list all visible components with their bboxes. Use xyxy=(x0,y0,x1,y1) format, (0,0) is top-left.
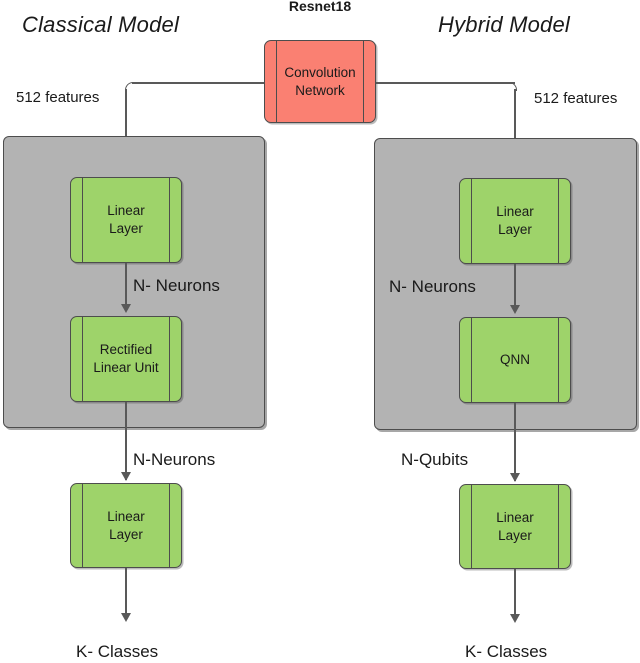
node-right-bar xyxy=(558,178,559,264)
connector-conv-to-hybrid-horizontal xyxy=(376,82,515,84)
classical-n-neurons-label: N- Neurons xyxy=(133,276,220,295)
node-right-bar xyxy=(169,483,170,568)
node-left-bar xyxy=(82,316,83,402)
hybrid-output-linear-layer-label: Linear Layer xyxy=(496,509,534,543)
classical-n-neurons-output-label: N-Neurons xyxy=(133,450,216,469)
connector-conv-to-classical-vertical xyxy=(125,89,127,166)
connector-conv-to-hybrid-corner xyxy=(508,82,517,91)
node-left-bar xyxy=(82,483,83,568)
classical-linear-layer-node[interactable]: Linear Layer xyxy=(70,177,182,263)
node-right-bar xyxy=(169,316,170,402)
connector-hybrid-linear-to-qnn-arrowhead xyxy=(509,305,520,314)
convolution-network-label: Convolution Network xyxy=(284,64,356,98)
node-right-bar xyxy=(558,317,559,403)
connector-classical-output-to-classes-arrowhead xyxy=(120,613,131,622)
classical-linear-layer-label: Linear Layer xyxy=(107,203,145,236)
node-right-bar xyxy=(558,484,559,569)
classical-relu-label: Rectified Linear Unit xyxy=(93,342,159,375)
connector-classical-group-to-output-arrowhead xyxy=(120,472,131,481)
convolution-network-node[interactable]: Convolution Network xyxy=(264,40,376,123)
hybrid-n-qubits-label: N-Qubits xyxy=(401,450,469,469)
connector-hybrid-output-to-classes-arrowhead xyxy=(509,614,520,623)
connector-hybrid-group-to-output xyxy=(514,403,516,481)
node-left-bar xyxy=(276,40,277,123)
classical-output-linear-layer-node[interactable]: Linear Layer xyxy=(70,483,182,568)
connector-hybrid-linear-to-qnn xyxy=(514,264,516,307)
hybrid-qnn-label: QNN xyxy=(500,352,530,368)
node-left-bar xyxy=(471,317,472,403)
hybrid-linear-layer-label: Linear Layer xyxy=(496,204,534,237)
hybrid-n-neurons-label: N- Neurons xyxy=(389,277,476,296)
connector-classical-group-to-output xyxy=(125,402,127,480)
hybrid-linear-layer-node[interactable]: Linear Layer xyxy=(459,178,571,264)
hybrid-output-linear-layer-node[interactable]: Linear Layer xyxy=(459,484,571,569)
hybrid-input-features-label: 512 features xyxy=(534,90,618,107)
connector-conv-to-classical-horizontal xyxy=(132,82,264,84)
hybrid-model-title: Hybrid Model xyxy=(438,12,571,37)
connector-classical-linear-to-relu xyxy=(125,263,127,306)
node-left-bar xyxy=(471,178,472,264)
node-right-bar xyxy=(169,177,170,263)
node-right-bar xyxy=(363,40,364,123)
classical-k-classes-label: K- Classes xyxy=(76,642,159,661)
connector-hybrid-group-to-output-arrowhead xyxy=(509,473,520,482)
resnet18-title: Resnet18 xyxy=(288,0,352,14)
connector-conv-to-classical-corner xyxy=(125,82,134,91)
connector-conv-to-hybrid-vertical xyxy=(514,89,516,167)
connector-hybrid-output-to-classes xyxy=(514,569,516,621)
node-left-bar xyxy=(82,177,83,263)
hybrid-k-classes-label: K- Classes xyxy=(465,642,548,661)
classical-relu-node[interactable]: Rectified Linear Unit xyxy=(70,316,182,402)
connector-classical-linear-to-relu-arrowhead xyxy=(120,304,131,313)
classical-output-linear-layer-label: Linear Layer xyxy=(107,508,145,542)
classical-model-title: Classical Model xyxy=(22,12,180,37)
classical-input-features-label: 512 features xyxy=(16,89,100,106)
hybrid-qnn-node[interactable]: QNN xyxy=(459,317,571,403)
node-left-bar xyxy=(471,484,472,569)
connector-classical-output-to-classes xyxy=(125,568,127,620)
